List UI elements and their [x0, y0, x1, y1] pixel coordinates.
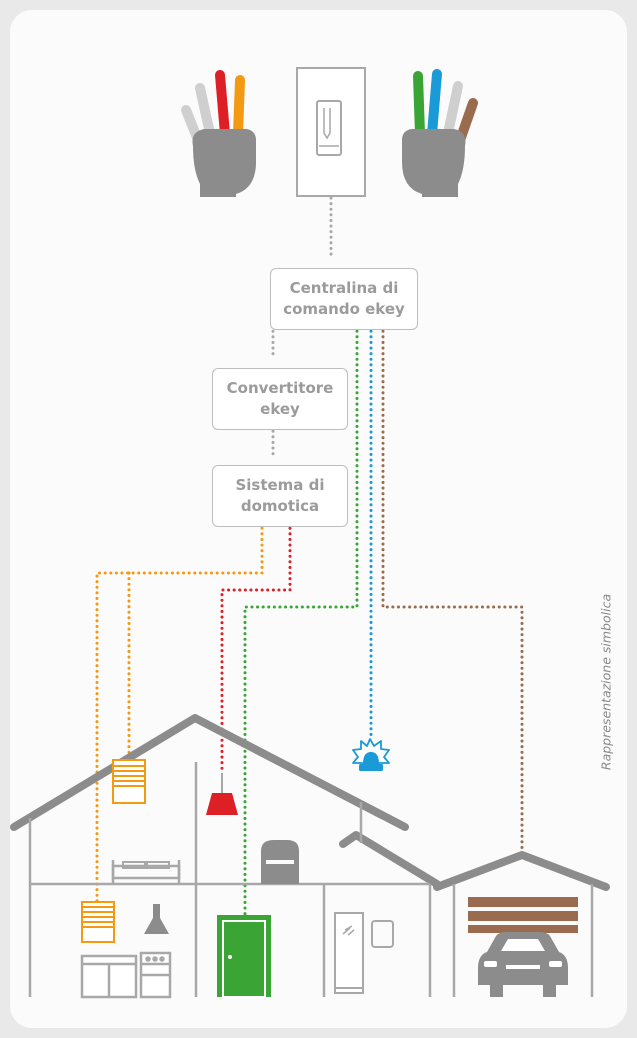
fingerprint-reader-icon	[296, 67, 366, 197]
hood-icon	[144, 904, 169, 934]
blind-icon-upper	[112, 759, 146, 804]
hand-left-icon	[181, 70, 256, 197]
converter-box: Convertitore ekey	[212, 368, 348, 430]
central-box-line2: comando ekey	[283, 300, 405, 318]
blind-icon-lower	[81, 901, 115, 943]
brown-line	[381, 318, 524, 854]
red-line	[220, 515, 292, 775]
domotica-box-line1: Sistema di	[235, 476, 325, 494]
converter-box-line1: Convertitore	[226, 379, 334, 397]
hand-right-icon	[402, 69, 478, 197]
door-icon	[217, 915, 271, 998]
house-walls	[28, 762, 594, 997]
symbolic-representation-caption: Rappresentazione simbolica	[598, 593, 614, 771]
ekey-diagram	[10, 67, 610, 999]
domotica-box: Sistema di domotica	[212, 465, 348, 527]
green-line	[243, 318, 359, 917]
central-control-unit-box: Centralina di comando ekey	[270, 268, 418, 330]
orange-line	[95, 515, 264, 922]
lamp-icon	[206, 773, 238, 815]
alarm-siren-icon	[352, 738, 390, 771]
house-roof	[10, 714, 610, 891]
armchair-icon	[261, 840, 299, 884]
shower-icon	[334, 912, 394, 994]
central-box-line1: Centralina di	[289, 279, 399, 297]
domotica-box-line2: domotica	[240, 497, 320, 515]
kitchen-icon	[80, 951, 172, 999]
bed-icon	[111, 860, 181, 884]
car-icon	[478, 932, 568, 997]
diagram-card: Centralina di comando ekey Convertitore …	[10, 10, 627, 1028]
garage-door-icon	[468, 897, 578, 933]
converter-box-line2: ekey	[260, 400, 300, 418]
